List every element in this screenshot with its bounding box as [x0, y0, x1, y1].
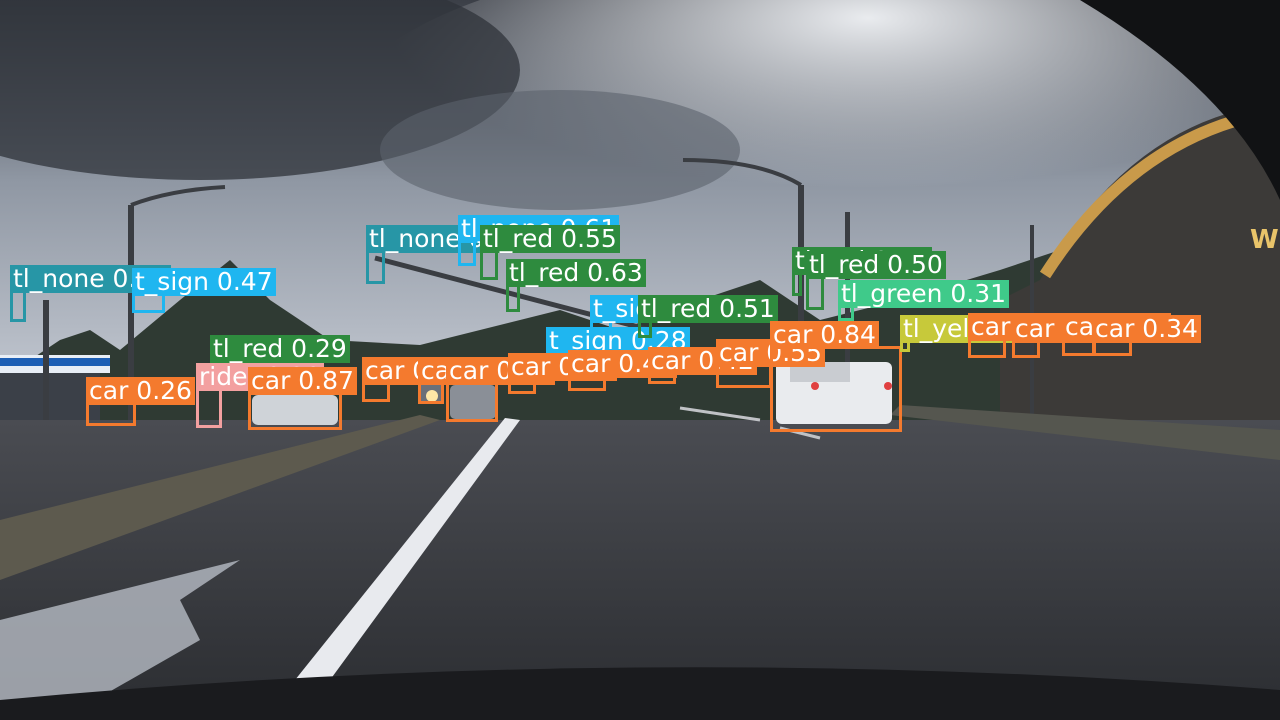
detection-box-tl-red: tl_red 0.50 — [806, 251, 946, 310]
median — [0, 415, 440, 580]
detection-box-car: car 0.42 — [648, 347, 757, 384]
detection-box-car: car 0.84 — [770, 321, 902, 432]
detection-box-tl-red: tl_red 0.44 — [792, 247, 932, 296]
detection-box-tl-red: tl_red 0.51 — [638, 295, 778, 338]
detection-label: car 0.84 — [770, 321, 879, 349]
detection-label: tl_green 0.31 — [838, 280, 1010, 308]
detection-box-car: car 0.85 — [446, 357, 555, 422]
detection-box-car: car 0.87 — [248, 367, 357, 430]
detection-label: tl_red 0.51 — [638, 295, 778, 323]
detection-label: car 0.34 — [1092, 315, 1201, 343]
car-hood — [0, 667, 1280, 720]
detection-label: tl_red 0.63 — [506, 259, 646, 287]
detection-label: t_sign 0.47 — [132, 268, 276, 296]
storefront-sign: W — [1250, 225, 1279, 255]
detection-box-tl-none: tl_none 0.31 — [10, 265, 172, 322]
detection-label: tl_red 0.55 — [480, 225, 620, 253]
road — [0, 420, 1280, 720]
detection-box-tl-red: tl_red 0.55 — [480, 225, 620, 280]
detection-box-car: car 0.30 — [1062, 313, 1171, 356]
detection-box-car: car 0.34 — [1092, 315, 1201, 356]
detection-box-car: car 0.26 — [86, 377, 195, 426]
detection-box-car: car 0.69 — [418, 357, 527, 404]
detection-box-tl-red: tl_red 0.63 — [506, 259, 646, 312]
lane-line — [295, 418, 520, 680]
detection-box-t-sign: tl_none 0.61 — [458, 215, 620, 266]
detection-label: tl_red 0.50 — [806, 251, 946, 279]
detection-box-car: car 0.46 — [568, 350, 677, 391]
detection-box-car: car 0.39 — [968, 313, 1077, 358]
detection-box-tl-green: tl_green 0.31 — [838, 280, 1010, 321]
detection-box-t-sign: t_sign 0.47 — [132, 268, 276, 313]
detection-box-car: car 0.55 — [716, 339, 825, 388]
detection-box-car: car 0.31 — [362, 357, 471, 402]
detection-label: tl_red 0.29 — [210, 335, 350, 363]
detection-box-tl-yellow: tl_yellow 0.58 — [900, 315, 1079, 352]
windshield-frame — [1080, 0, 1280, 200]
detection-box-car: car 0.33 — [1012, 315, 1121, 358]
detection-box-rider: rider 0.29 — [196, 363, 325, 428]
detection-label: car 0.26 — [86, 377, 195, 405]
detection-label: car 0.87 — [248, 367, 357, 395]
road-arrow — [0, 560, 240, 720]
detection-box-car: car 0.56 — [508, 353, 617, 394]
detection-box-tl-red: tl_red 0.29 — [210, 335, 350, 376]
detection-box-tl-none: tl_none 0.65 — [366, 225, 528, 284]
